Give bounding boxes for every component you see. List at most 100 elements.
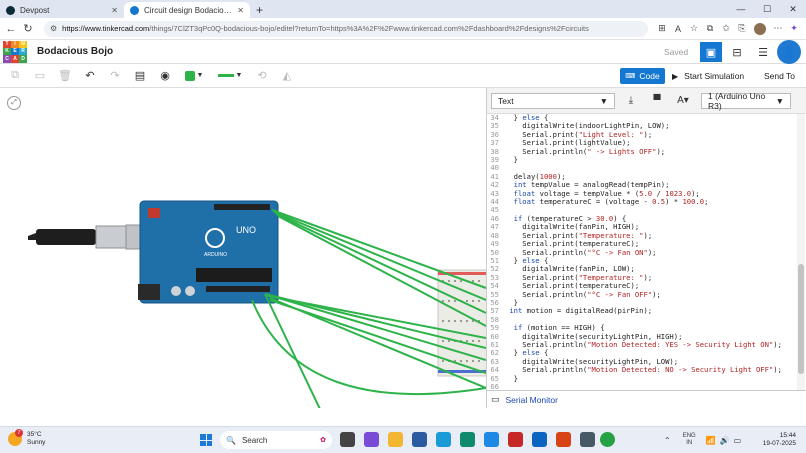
split-screen-icon[interactable]: ⧉ [706,23,714,33]
store-icon[interactable] [412,432,427,447]
code-line[interactable]: 42 int tempValue = analogRead(tempPin); [487,180,795,189]
component-list-button[interactable]: ☰ [758,46,768,59]
project-title[interactable]: Bodacious Bojo [37,46,114,57]
code-button[interactable]: ⌨Code [620,68,665,84]
close-window-icon[interactable]: ✕ [789,4,797,14]
code-line[interactable]: 46 if (temperatureC > 30.0) { [487,214,795,223]
arduino-uno-board[interactable]: UNO ARDUINO [138,200,279,304]
chevron-up-icon[interactable]: ⌃ [664,435,671,445]
flip-icon[interactable]: ◭ [282,70,292,82]
code-line[interactable]: 39 } [487,155,795,164]
tab-devpost[interactable]: Devpost ✕ [0,2,124,18]
copy-icon[interactable]: ⧉ [11,69,19,81]
code-line[interactable]: 53 Serial.print("Temperature: "); [487,273,795,282]
windows-start-icon[interactable] [200,434,212,446]
task-view-icon[interactable] [340,432,355,447]
code-editor[interactable]: 34 } else {35 digitalWrite(indoorLightPi… [487,114,795,400]
code-line[interactable]: 62 } else { [487,348,795,357]
app-icon[interactable] [580,432,595,447]
maximize-icon[interactable]: ☐ [762,4,772,14]
wire-color-picker[interactable]: ▼ [180,66,208,86]
notes-icon[interactable]: ▤ [134,70,146,82]
minimize-icon[interactable]: — [736,4,746,14]
new-tab-button[interactable]: + [256,3,264,17]
code-line[interactable]: 37 Serial.print(lightValue); [487,138,795,147]
back-icon[interactable]: ← [5,22,17,35]
url-input[interactable]: ⚙ https://www.tinkercad.com/things/7ClZT… [44,20,648,37]
outlook-icon[interactable] [532,432,547,447]
code-line[interactable]: 64 Serial.println("Motion Detected: NO -… [487,365,795,374]
wire-type-picker[interactable]: ▼ [213,66,247,86]
paste-icon[interactable]: ▭ [34,70,46,82]
close-icon[interactable]: ✕ [237,5,244,15]
app-icon[interactable] [484,432,499,447]
wires[interactable] [251,209,486,408]
undo-icon[interactable]: ↶ [85,70,95,82]
code-line[interactable]: 59 if (motion == HIGH) { [487,323,795,332]
code-line[interactable]: 50 Serial.println("°C -> Fan ON"); [487,248,795,257]
zoom-to-fit-icon[interactable]: ⤢ [7,96,21,110]
start-simulation-button[interactable]: ▶Start Simulation [672,71,745,81]
redo-icon[interactable]: ↷ [110,70,120,82]
code-line[interactable]: 48 Serial.print("Temperature: "); [487,231,795,240]
circuit-canvas[interactable]: ⤢ [0,88,486,408]
install-app-icon[interactable]: ⊞ [658,23,666,33]
user-avatar[interactable]: 👤 [777,40,801,64]
code-line[interactable]: 36 Serial.print("Light Level: "); [487,130,795,139]
font-size-icon[interactable]: A▾ [677,95,689,106]
copilot-icon[interactable]: ✦ [790,23,798,33]
code-line[interactable]: 55 Serial.println("°C -> Fan OFF"); [487,290,795,299]
mail-icon[interactable] [436,432,451,447]
app-icon[interactable] [508,432,523,447]
profile-avatar[interactable] [754,22,766,35]
delete-icon[interactable]: 🗑 [58,70,72,82]
serial-monitor-bar[interactable]: ▭Serial Monitor [487,390,806,408]
notes-visibility-icon[interactable]: ◉ [160,70,170,82]
code-line[interactable]: 57 int motion = digitalRead(pirPin); [487,306,795,315]
code-line[interactable]: 63 digitalWrite(securityLightPin, LOW); [487,357,795,366]
code-line[interactable]: 58 [487,315,795,324]
code-line[interactable]: 51 } else { [487,256,795,265]
code-line[interactable]: 43 float voltage = tempValue * (5.0 / 10… [487,189,795,198]
more-icon[interactable]: ⋯ [773,23,783,33]
send-to-button[interactable]: Send To [764,71,796,81]
app-icon[interactable] [556,432,571,447]
code-line[interactable]: 44 float temperatureC = (voltage - 0.5) … [487,197,795,206]
circuit-view-button[interactable]: ▣ [700,42,722,62]
edge-icon[interactable] [460,432,475,447]
code-scrollbar[interactable] [797,114,805,400]
code-line[interactable]: 41 delay(1000); [487,172,795,181]
wifi-icon[interactable]: 📶 [705,435,716,445]
close-icon[interactable]: ✕ [111,5,118,15]
code-line[interactable]: 65 } [487,374,795,383]
code-line[interactable]: 40 [487,164,795,173]
board-select[interactable]: 1 (Arduino Uno R3)▼ [701,91,791,111]
read-aloud-icon[interactable]: A [674,23,681,34]
taskbar-clock[interactable]: 15:44 19-07-2025 [763,432,796,448]
favorites-icon[interactable]: ✩ [722,23,730,33]
code-line[interactable]: 66 [487,382,795,391]
volume-icon[interactable]: 🔊 [719,435,730,445]
code-line[interactable]: 38 Serial.println(" -> Lights OFF"); [487,147,795,156]
code-line[interactable]: 56 } [487,298,795,307]
favorite-icon[interactable]: ☆ [689,23,699,33]
copilot-app-icon[interactable] [364,432,379,447]
code-line[interactable]: 34 } else { [487,114,795,122]
upload-icon[interactable]: ▀ [653,95,661,106]
scrollbar-thumb[interactable] [798,264,804,374]
code-line[interactable]: 54 Serial.print(temperatureC); [487,281,795,290]
code-line[interactable]: 52 digitalWrite(fanPin, LOW); [487,264,795,273]
code-line[interactable]: 49 Serial.print(temperatureC); [487,239,795,248]
code-line[interactable]: 61 Serial.println("Motion Detected: YES … [487,340,795,349]
battery-icon[interactable]: ▭ [733,435,742,445]
reload-icon[interactable]: ↻ [23,23,33,35]
whatsapp-icon[interactable] [600,432,615,447]
file-explorer-icon[interactable] [388,432,403,447]
rotate-icon[interactable]: ⟲ [257,70,267,82]
collections-icon[interactable]: ⎘ [738,23,746,33]
code-line[interactable]: 60 digitalWrite(securityLightPin, HIGH); [487,332,795,341]
code-line[interactable]: 35 digitalWrite(indoorLightPin, LOW); [487,121,795,130]
